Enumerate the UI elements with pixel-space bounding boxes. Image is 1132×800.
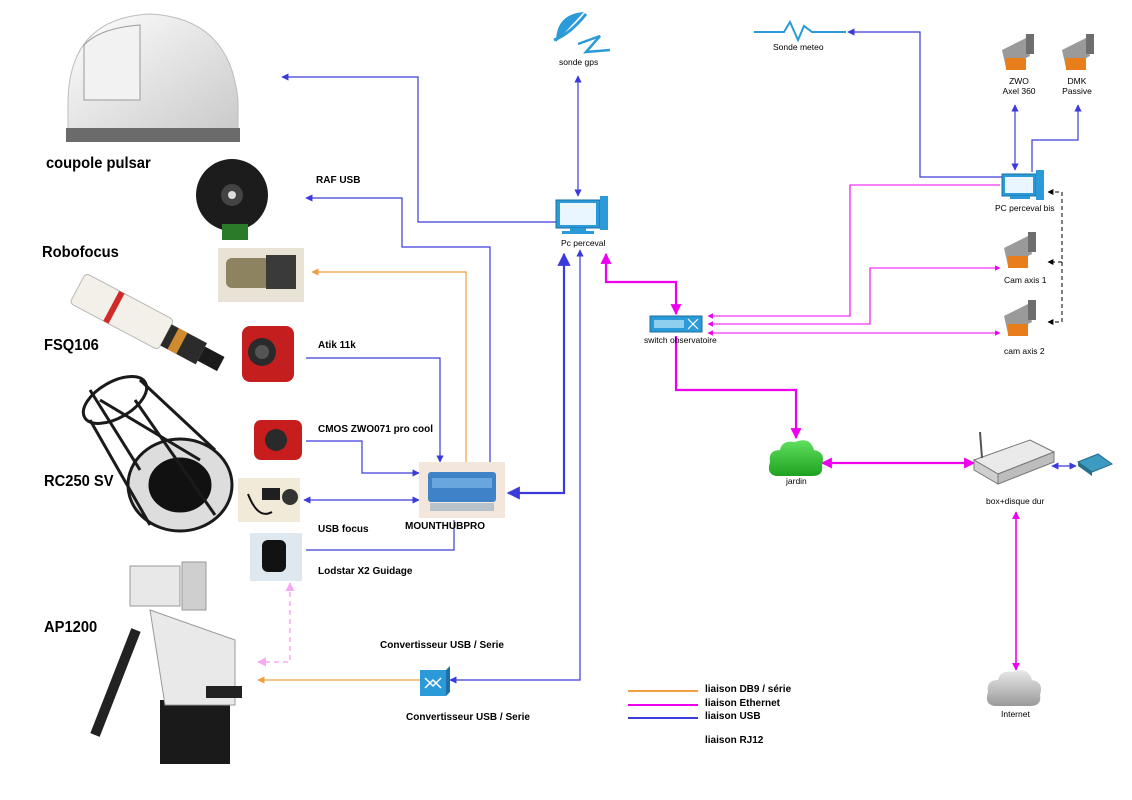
legend-usb-line	[628, 717, 698, 719]
ap1200-image	[90, 561, 242, 764]
satellite-dish-icon	[553, 12, 611, 54]
label-sonde-gps: sonde gps	[559, 57, 599, 67]
label-box: box+disque dur	[986, 496, 1045, 506]
label-pc-perceval: Pc perceval	[561, 238, 606, 248]
label-jardin: jardin	[786, 476, 807, 486]
label-zwo-axel: ZWO Axel 360	[1002, 76, 1036, 96]
label-rc250: RC250 SV	[44, 473, 114, 490]
legend-db9-line	[628, 690, 698, 692]
zwo-camera-icon	[1002, 34, 1034, 70]
rc250-image	[81, 375, 234, 533]
usb-focus-image	[238, 478, 300, 522]
internet-cloud-icon	[986, 670, 1041, 706]
label-mounthub: MOUNTHUBPRO	[405, 521, 485, 532]
legend-db9: liaison DB9 / série	[705, 684, 792, 695]
mounthub-pc-link	[506, 252, 571, 500]
dmk-camera-icon	[1062, 34, 1094, 70]
label-converter-bottom: Convertisseur USB / Serie	[406, 712, 530, 723]
atik-image	[242, 326, 294, 382]
legend-usb: liaison USB	[705, 711, 761, 722]
label-atik: Atik 11k	[318, 340, 356, 351]
label-fsq106: FSQ106	[44, 337, 99, 354]
label-pc-bis: PC perceval bis	[995, 203, 1055, 213]
pc-perceval-bis-icon	[1001, 170, 1044, 200]
cmos-image	[254, 420, 302, 460]
cam-axis-2-icon	[1004, 300, 1036, 336]
legend-ethernet-line	[628, 704, 698, 706]
router-icon	[972, 431, 1056, 485]
cam-axis-1-icon	[1004, 232, 1036, 268]
label-converter-top: Convertisseur USB / Serie	[380, 640, 504, 651]
robofocus-image	[218, 248, 304, 302]
label-raf-usb: RAF USB	[316, 175, 361, 186]
label-sonde-meteo: Sonde meteo	[773, 42, 824, 52]
label-dmk: DMK Passive	[1062, 76, 1092, 96]
usb-links	[281, 28, 1082, 684]
rj12-link	[257, 582, 295, 667]
db9-links	[257, 268, 467, 684]
filter-wheel-image	[196, 159, 268, 240]
fsq106-image	[70, 273, 225, 372]
switch-icon	[649, 315, 703, 333]
label-ap1200: AP1200	[44, 619, 98, 636]
label-cam-axis-2: cam axis 2	[1004, 346, 1045, 356]
label-cmos: CMOS ZWO071 pro cool	[318, 424, 434, 435]
converter-icon	[420, 666, 450, 696]
mounthub-image	[419, 462, 505, 518]
label-cam-axis-1: Cam axis 1	[1004, 275, 1047, 285]
dashed-camera-link	[1047, 189, 1063, 325]
ethernet-links	[600, 252, 1020, 671]
label-coupole: coupole pulsar	[46, 155, 151, 172]
legend-ethernet: liaison Ethernet	[705, 698, 781, 709]
label-lodstar: Lodstar X2 Guidage	[318, 566, 413, 577]
label-internet: Internet	[1001, 709, 1030, 719]
weather-probe-icon	[754, 19, 846, 43]
hard-drive-icon	[1076, 453, 1114, 476]
label-robofocus: Robofocus	[42, 244, 119, 261]
legend-rj12: liaison RJ12	[705, 735, 764, 746]
label-usb-focus: USB focus	[318, 524, 369, 535]
label-switch: switch observatoire	[644, 335, 717, 345]
pc-perceval-icon	[555, 196, 608, 234]
jardin-cloud-icon	[768, 440, 823, 476]
dome-image	[66, 13, 240, 142]
lodstar-image	[250, 533, 302, 581]
ethernet-links-thin	[707, 184, 1001, 336]
